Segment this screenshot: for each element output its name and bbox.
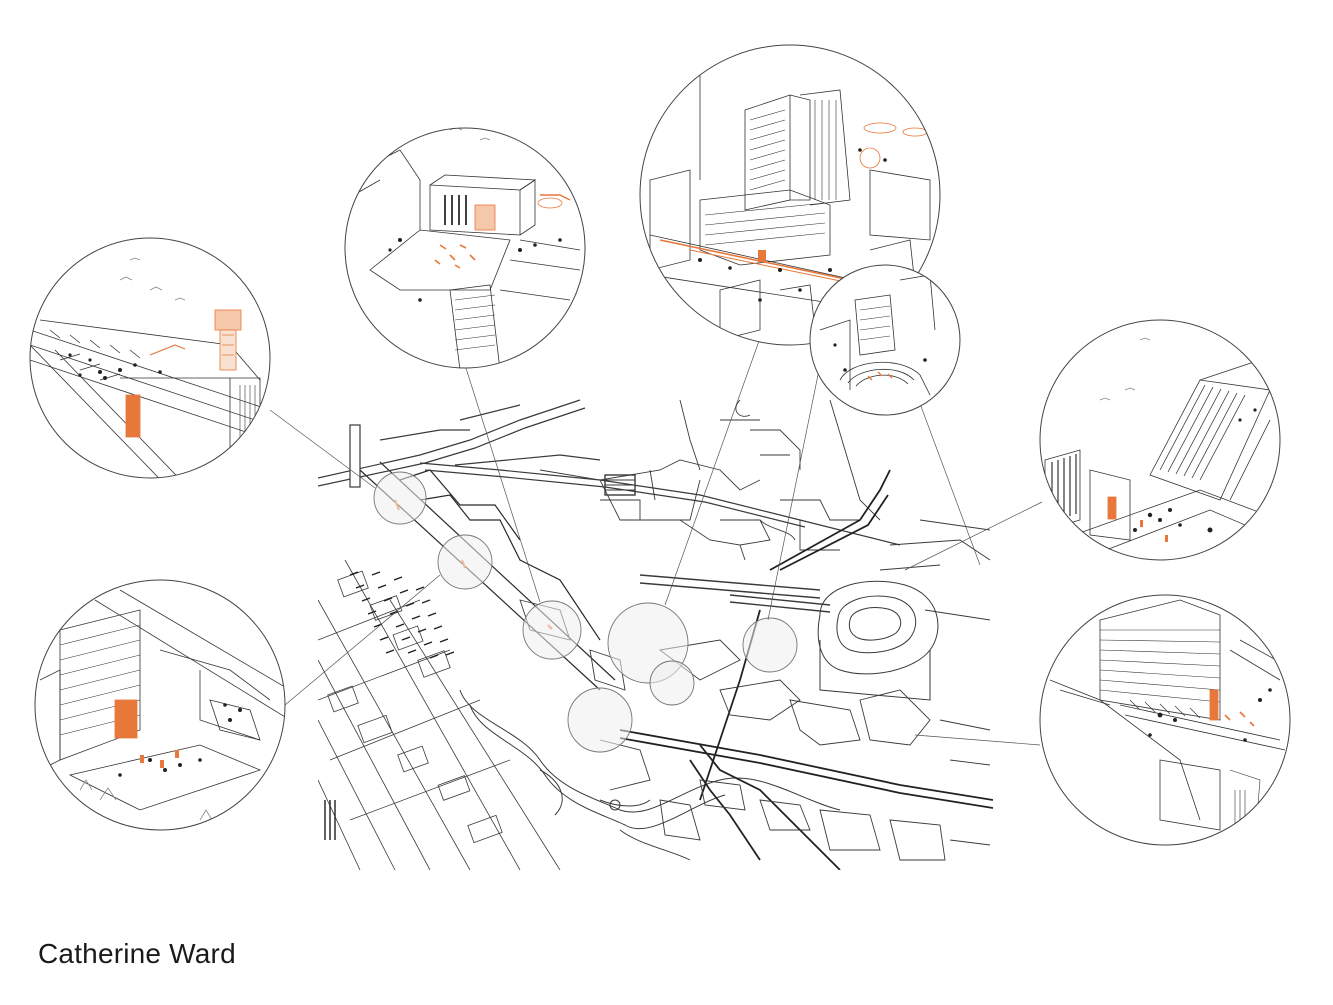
vignette-orange-wall xyxy=(34,579,286,831)
map-bubble-1 xyxy=(373,471,427,525)
vignette-plaza-courtyard xyxy=(344,127,586,369)
map-bubble-5 xyxy=(649,660,695,706)
map-housing-blocks xyxy=(324,571,455,840)
map-north-tracks xyxy=(318,399,901,546)
vignette-garden-grid xyxy=(1039,319,1281,561)
map-stadium xyxy=(817,519,991,701)
author-caption: Catherine Ward xyxy=(38,938,236,969)
map-street-grid-left xyxy=(318,559,561,870)
map-north-blocks xyxy=(539,399,881,561)
vignette-canopy-tower xyxy=(1039,594,1291,846)
map-bubble-3 xyxy=(522,600,582,660)
map-waterfront xyxy=(459,689,841,830)
map-bubble-2 xyxy=(437,534,493,590)
vignette-amphitheatre xyxy=(809,264,961,416)
vignette-tower-rail xyxy=(29,237,271,479)
map-callout-bubbles xyxy=(373,471,798,753)
map-mid-rail-lines xyxy=(639,574,831,613)
map-bubble-7 xyxy=(742,617,798,673)
map-bubble-6 xyxy=(567,687,633,753)
